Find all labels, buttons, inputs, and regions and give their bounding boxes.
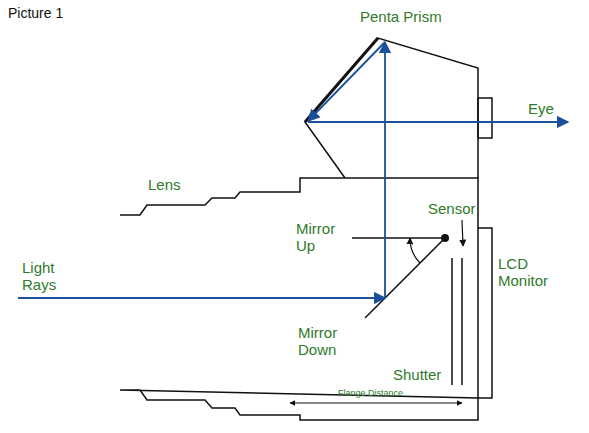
figure-title: Picture 1: [8, 5, 63, 21]
part-label: Sensor: [428, 200, 476, 217]
eyepiece: [478, 98, 492, 138]
prism-reflector: [305, 38, 378, 122]
mirror-swing-arc: [410, 238, 420, 263]
light-ray: [18, 297, 385, 299]
penta-prism: [305, 38, 478, 178]
mirror-up: [352, 237, 445, 239]
part-label: Lens: [148, 176, 181, 193]
part-label: Light Rays: [22, 259, 72, 293]
camera-body: [120, 178, 478, 420]
sensor-pointer: [462, 220, 463, 246]
dimension-label: Flange Distance: [338, 388, 403, 399]
flange-dimension: [290, 403, 462, 404]
mirror-down: [365, 238, 445, 318]
sensor: [461, 258, 463, 385]
light-ray: [384, 42, 386, 298]
lcd-monitor: [478, 228, 492, 398]
part-label: Shutter: [393, 366, 441, 383]
mirror-pivot: [441, 234, 449, 242]
light-ray: [308, 42, 385, 121]
part-label: Mirror Down: [298, 324, 354, 358]
part-label: Penta Prism: [360, 8, 442, 25]
shutter: [451, 258, 453, 385]
part-label: LCD Monitor: [498, 255, 562, 289]
part-label: Eye: [528, 100, 554, 117]
light-ray: [308, 121, 568, 123]
part-label: Mirror Up: [296, 220, 346, 254]
